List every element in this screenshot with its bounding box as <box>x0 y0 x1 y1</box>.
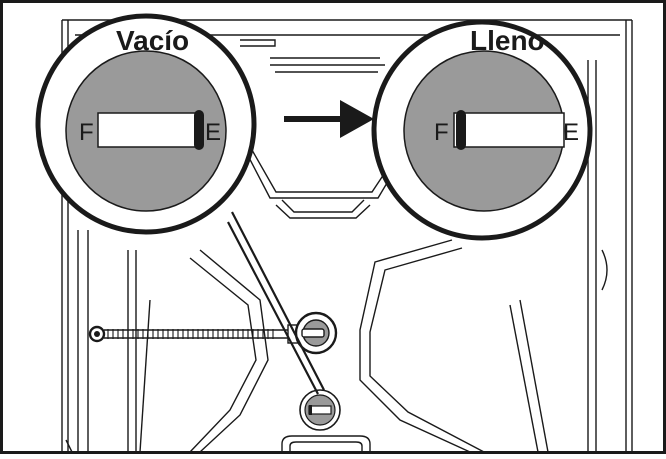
callout-empty-label: Vacío <box>116 25 189 56</box>
gauge-full-marker <box>456 110 466 150</box>
callout-empty: F E Vacío <box>35 13 257 235</box>
callout-full-label: Lleno <box>470 25 545 56</box>
arrow-right-icon <box>284 100 374 138</box>
callout-leader <box>227 211 325 395</box>
gauge-empty-marker <box>194 110 204 150</box>
gauge-full-right-letter: E <box>563 119 579 146</box>
gauge-empty-left-letter: F <box>79 119 94 146</box>
indicator-window <box>299 389 341 431</box>
threaded-rod <box>88 324 303 344</box>
gauge-full-left-letter: F <box>434 119 449 146</box>
callout-full: F E Lleno <box>371 19 593 241</box>
gauge-full-window <box>453 112 565 148</box>
gauge-empty-right-letter: E <box>205 119 221 146</box>
dispenser-cap <box>294 311 338 355</box>
gauge-empty-window <box>97 112 201 148</box>
